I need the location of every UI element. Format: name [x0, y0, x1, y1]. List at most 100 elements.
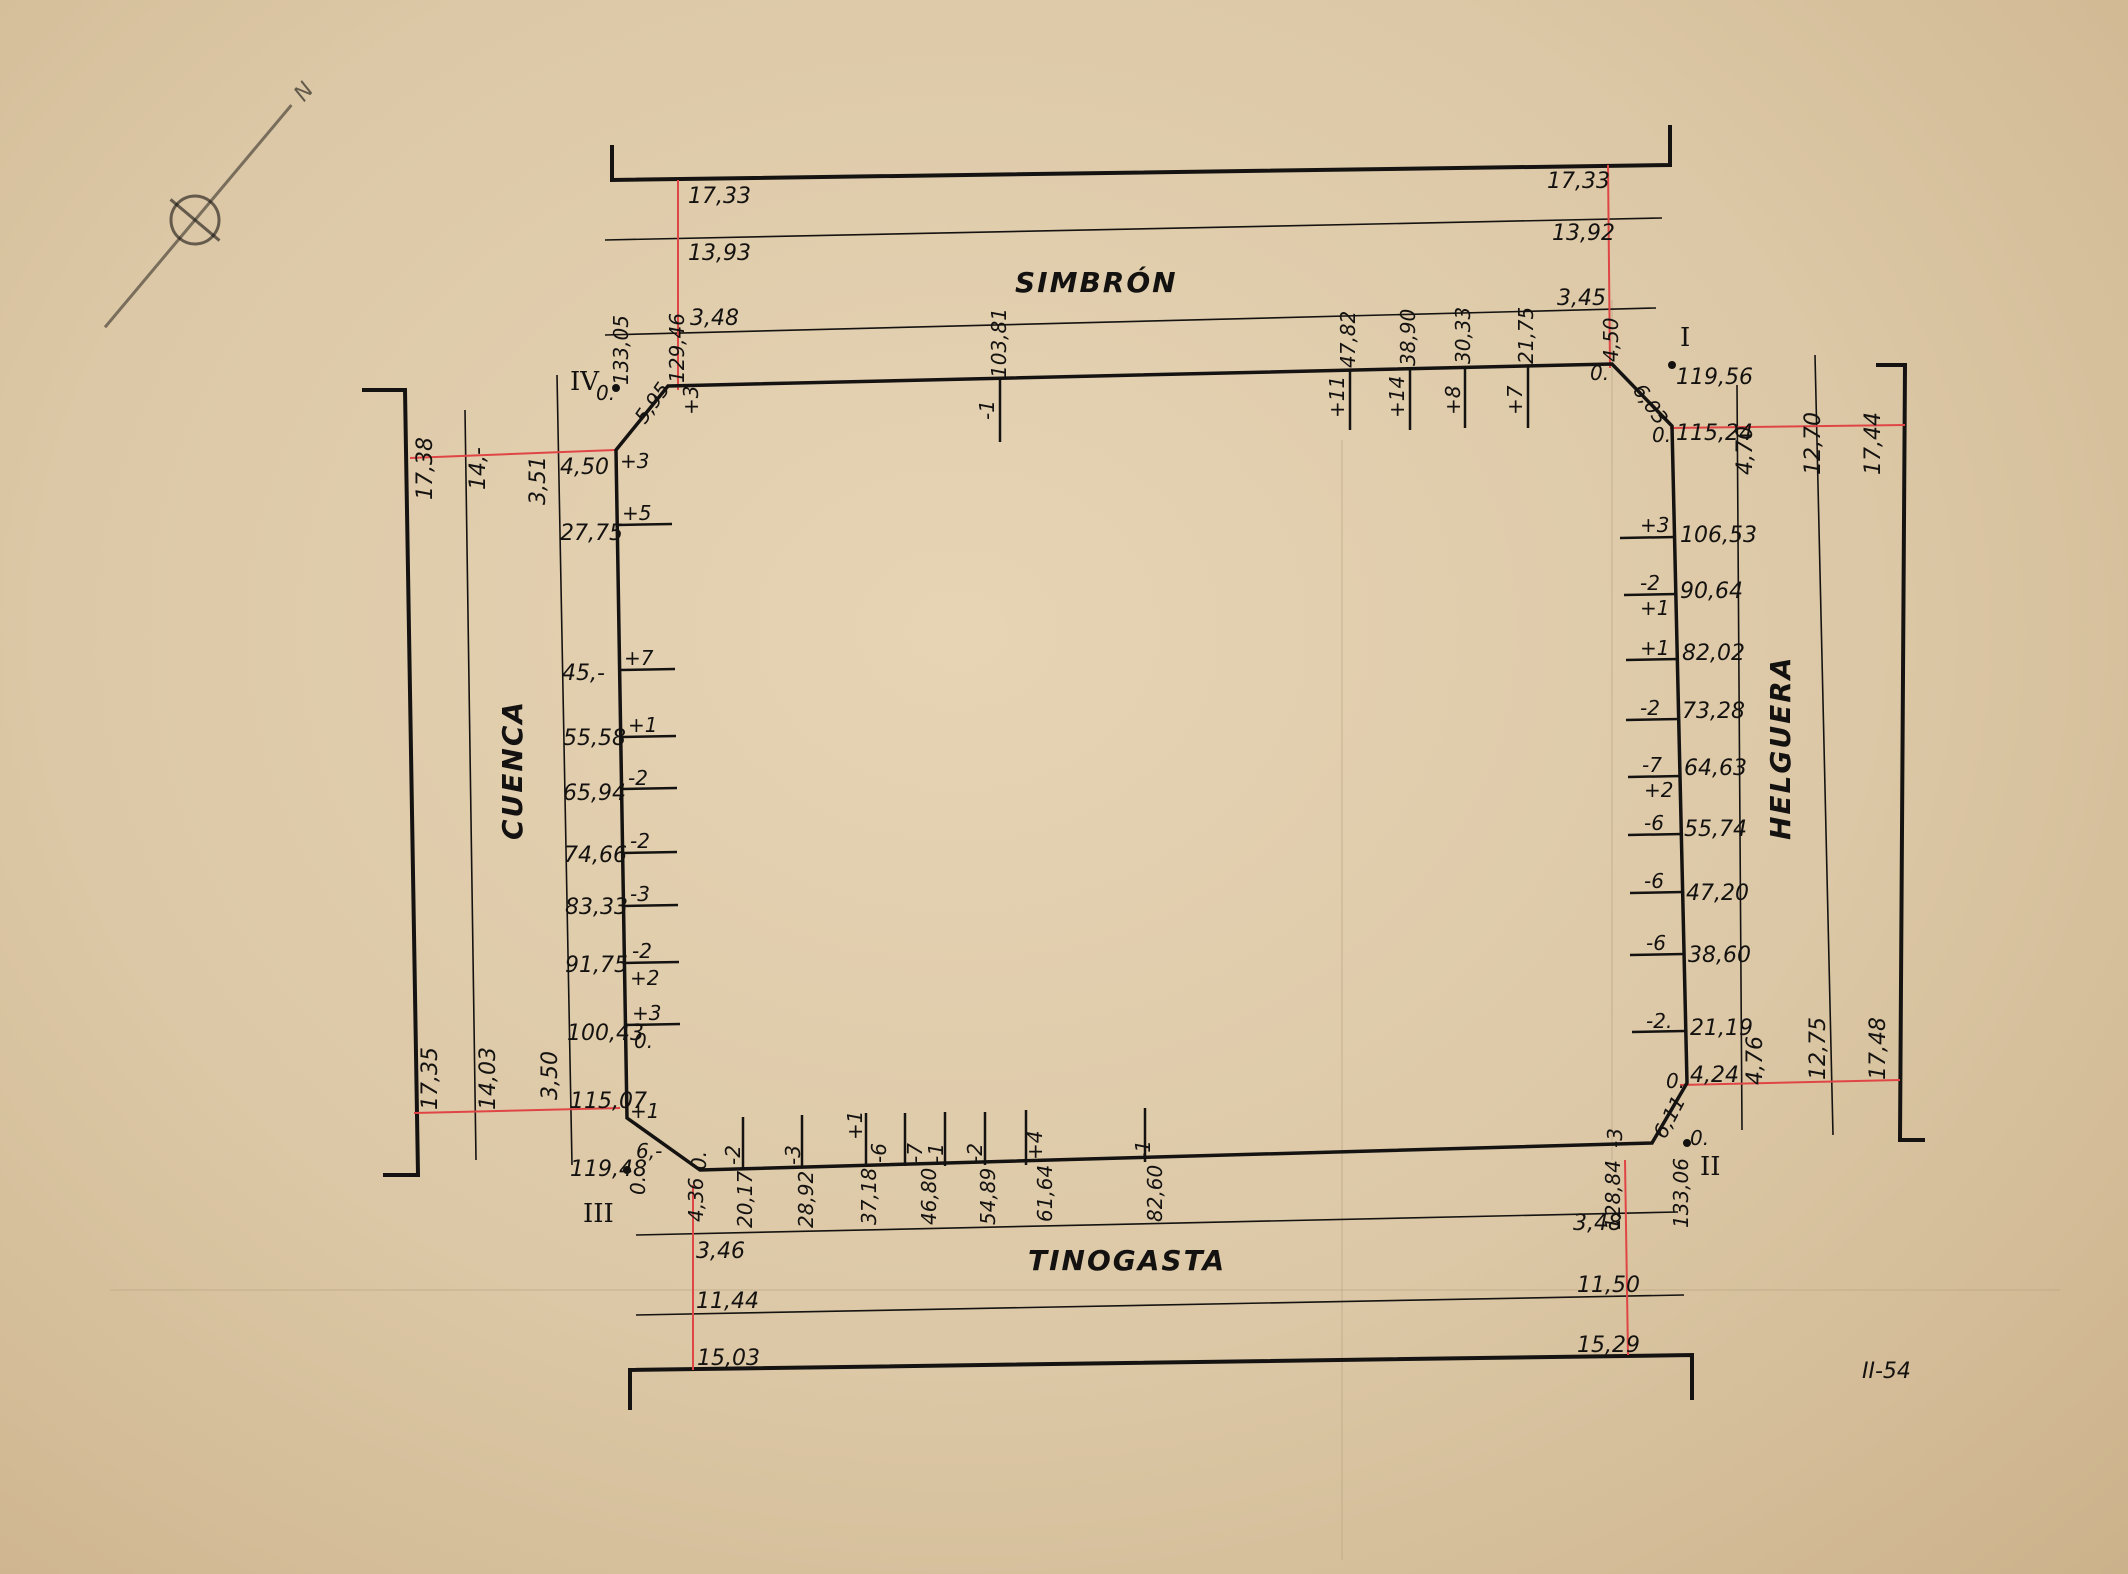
right-distance-12: 4,24: [1690, 1063, 1739, 1088]
left-level-9: +2: [630, 966, 659, 990]
left-distance-10: 115,07: [570, 1089, 647, 1114]
bottom-distance-5: 46,80: [917, 1168, 941, 1225]
bottom-street-widths: 3,46 11,44 15,03 3,48 11,50 15,29: [696, 1211, 1640, 1371]
left-level-2: +5: [622, 501, 651, 525]
left-level-7: -3: [630, 882, 650, 906]
street-width-lines: [464, 217, 1834, 1316]
corner-label-3: III: [583, 1199, 614, 1229]
left-distance-4: 55,58: [563, 726, 626, 751]
left-distance-9: 100,43: [567, 1021, 644, 1046]
street-name-bottom: TINOGASTA: [1028, 1244, 1226, 1277]
left-distance-8: 91,75: [565, 953, 628, 978]
bottom-level-4: -6: [867, 1143, 891, 1163]
right-distance-9: 47,20: [1686, 881, 1749, 906]
top-frontage-levels: +3 -1 +11 +14 +8 +7: [679, 376, 1527, 420]
right-level-11: -2.: [1646, 1009, 1672, 1033]
bottom-level-5: -7: [903, 1143, 927, 1163]
bottom-level-2: -3: [781, 1145, 805, 1165]
right-width-bottom-2: 12,75: [1806, 1017, 1831, 1080]
street-name-top: SIMBRÓN: [1015, 265, 1178, 299]
top-level-5: +8: [1441, 386, 1465, 415]
right-street-widths: 4,70 12,70 17,44 4,76 12,75 17,48: [1733, 412, 1891, 1085]
bottom-level-7: -2: [963, 1143, 987, 1163]
top-distance-2: 129,46: [665, 313, 689, 383]
right-width-bottom-3: 17,48: [1866, 1017, 1891, 1080]
left-level-8: -2: [632, 939, 652, 963]
left-level-1: +3: [620, 449, 649, 473]
bottom-frontage-levels: -2 -3 +1 -6 -7 -1 -2 +4 -1 -3: [721, 1111, 1627, 1165]
bottom-level-8: +4: [1023, 1131, 1047, 1160]
bottom-level-10: -3: [1603, 1128, 1627, 1148]
left-frontage-distances: 4,50 27,75 45,- 55,58 65,94 74,66 83,33 …: [560, 455, 647, 1182]
left-frontage-levels: +3 +5 +7 +1 -2 -2 -3 -2 +2 +3 0. +1: [620, 449, 661, 1123]
left-width-top-1: 17,38: [413, 437, 438, 500]
corner-label-4: IV: [570, 367, 600, 397]
left-level-5: -2: [628, 766, 648, 790]
top-width-left-3: 3,48: [690, 306, 739, 331]
right-frontage-levels: +3 -2 +1 +1 -2 -7 +2 -6 -6 -6 -2.: [1640, 513, 1673, 1033]
right-level-6: -7: [1642, 753, 1662, 777]
left-distance-2: 27,75: [560, 521, 623, 546]
right-level-10: -6: [1646, 931, 1666, 955]
right-level-3: +1: [1640, 596, 1669, 620]
zero-right-bottom: 0.: [1666, 1069, 1685, 1093]
left-level-11: 0.: [634, 1029, 653, 1053]
bottom-width-left-2: 11,44: [696, 1289, 759, 1314]
left-street-frame: [362, 388, 421, 1177]
right-street-frame: [1876, 363, 1925, 1142]
street-frames: [362, 125, 1925, 1410]
left-distance-5: 65,94: [563, 781, 626, 806]
left-level-4: +1: [628, 713, 657, 737]
sheet-id: II-54: [1862, 1359, 1911, 1384]
corner-label-2: II: [1700, 1152, 1721, 1182]
left-frontage-ticks: [617, 522, 681, 1027]
left-level-3: +7: [624, 646, 654, 670]
zero-corner-2: 0.: [1690, 1126, 1709, 1150]
top-distance-8: 4,50: [1599, 317, 1623, 362]
right-distance-6: 73,28: [1682, 699, 1745, 724]
top-level-2: -1: [975, 400, 999, 420]
bottom-width-left-3: 15,03: [697, 1346, 760, 1371]
top-frontage-distances: 133,05 129,46 103,81 47,82 38,90 30,33 2…: [609, 307, 1623, 385]
top-level-4: +14: [1385, 376, 1409, 418]
top-distance-6: 30,33: [1451, 307, 1475, 364]
zero-corner-3: 0.: [626, 1176, 650, 1195]
right-distance-11: 21,19: [1690, 1016, 1753, 1041]
top-distance-3: 103,81: [987, 308, 1011, 378]
right-distance-1: 119,56: [1676, 365, 1753, 390]
zero-corner-1: 0.: [1590, 361, 1609, 385]
bottom-distance-8: 82,60: [1143, 1165, 1167, 1222]
bottom-width-right-1: 3,48: [1573, 1211, 1622, 1236]
top-distance-7: 21,75: [1514, 307, 1538, 364]
right-distance-8: 55,74: [1684, 817, 1747, 842]
bottom-width-left-1: 3,46: [696, 1239, 745, 1264]
right-level-1: +3: [1640, 513, 1669, 537]
left-width-bottom-1: 17,35: [418, 1047, 443, 1110]
zero-right-top: 0.: [1652, 423, 1671, 447]
bottom-distance-1: 4,36: [684, 1177, 708, 1222]
right-frontage-distances: 119,56 115,24 106,53 90,64 82,02 73,28 6…: [1676, 365, 1757, 1088]
top-width-right-2: 13,92: [1552, 221, 1615, 246]
left-width-bottom-2: 14,03: [476, 1047, 501, 1110]
right-level-9: -6: [1644, 869, 1664, 893]
left-distance-11: 119,48: [570, 1157, 647, 1182]
bottom-distance-9: 128,84: [1601, 1160, 1625, 1230]
street-name-left: CUENCA: [496, 700, 529, 840]
left-width-bottom-3: 3,50: [538, 1051, 563, 1100]
bottom-distance-7: 61,64: [1033, 1165, 1057, 1222]
bottom-distance-10: 133,06: [1669, 1158, 1693, 1228]
left-street-widths: 17,38 14,- 3,51 17,35 14,03 3,50: [413, 437, 563, 1110]
chamfer-3: 6,-: [636, 1139, 662, 1163]
zero-corner-4: 0.: [596, 381, 615, 405]
top-level-6: +7: [1503, 385, 1527, 415]
left-level-6: -2: [630, 829, 650, 853]
top-distance-4: 47,82: [1336, 311, 1360, 368]
left-width-top-2: 14,-: [466, 447, 491, 490]
right-frontage-ticks: [1619, 535, 1686, 1034]
top-width-right-3: 3,45: [1557, 286, 1606, 311]
paper-fold-lines: [110, 300, 2060, 1560]
bottom-width-right-2: 11,50: [1577, 1273, 1640, 1298]
chamfer-2: 6,11: [1648, 1092, 1690, 1143]
top-width-right-1: 17,33: [1547, 169, 1610, 194]
